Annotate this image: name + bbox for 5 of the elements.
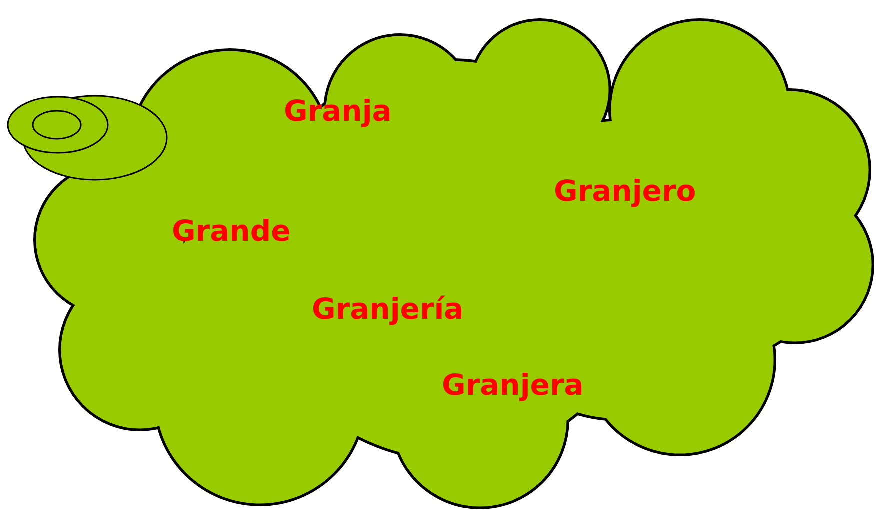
cloud-word: Granjera xyxy=(442,370,584,402)
cloud-word: Granjería xyxy=(312,294,464,326)
cloud-word: Granjero xyxy=(554,176,696,208)
cloud-word: Grande xyxy=(172,216,291,248)
cloud-word: Granja xyxy=(284,96,392,128)
